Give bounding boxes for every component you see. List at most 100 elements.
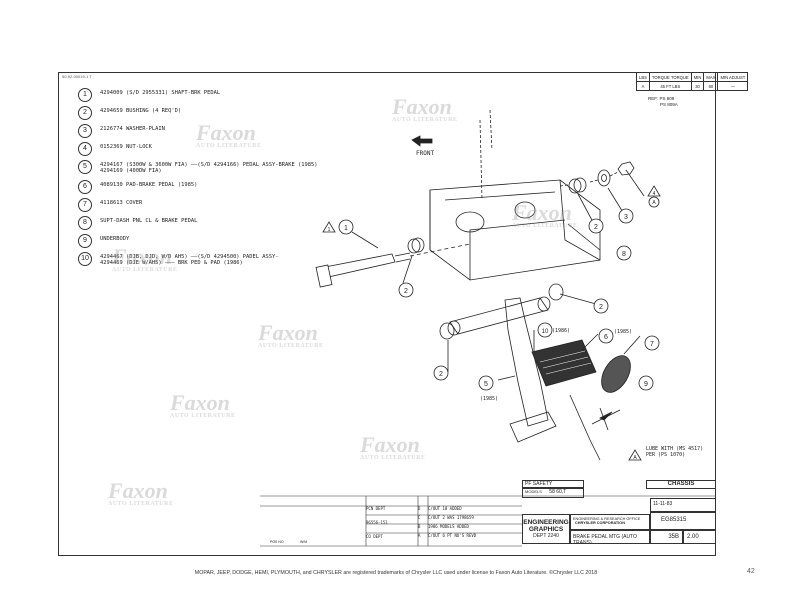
lube-line: PER (PS 1070) [646, 452, 686, 458]
drawing-date: 11-11-83 [650, 498, 716, 512]
part-number-circle: 10 [78, 252, 92, 266]
part-description: 0152369 NUT-LOCK [100, 144, 152, 150]
torque-cell: — [717, 81, 749, 91]
part-number-circle: 4 [78, 142, 92, 156]
drawing-sheet [58, 72, 716, 556]
graphics: GRAPHICS [528, 526, 564, 533]
engineering-graphics: ENGINEERING GRAPHICS DEPT 2240 [522, 514, 570, 544]
pf-safety: PF SAFETY [522, 480, 584, 488]
callout-4: 4 [653, 191, 656, 197]
callout-8: 8 [622, 251, 626, 258]
bushing-right [568, 178, 582, 194]
callout-2: 2 [594, 224, 598, 231]
washer [597, 169, 611, 187]
bracket-hole [455, 211, 485, 233]
engineering: ENGINEERING [523, 519, 569, 526]
rev-text: C/OUT 10 ADDED [428, 506, 462, 511]
page-number: 42 [747, 568, 755, 575]
part-description: 4118613 COVER [100, 200, 143, 206]
front-label: FRONT [416, 150, 435, 157]
lube-note: LUBE WITH (MS 4517) PER (PS 1070) [646, 446, 703, 458]
year-label: (1986) [552, 328, 570, 334]
parts-list-item: 6 4089130 PAD-BRAKE PEDAL (1985) [78, 180, 338, 198]
part-number-circle: 3 [78, 124, 92, 138]
part-number-circle: 8 [78, 216, 92, 230]
revision-number: 2.00 [683, 530, 716, 544]
pedal-shaft [319, 253, 396, 279]
drawing-title: BRAKE PEDAL MTG (AUTO TRANS) [570, 530, 650, 544]
part-number-circle: 2 [78, 106, 92, 120]
callout-3: 3 [624, 214, 628, 221]
callout-a: A [652, 200, 656, 206]
pedal-arm [504, 297, 549, 427]
torque-table: LBS TORQUE TORQUE MIN MAX MIN ADJUST A 4… [636, 72, 749, 91]
lock-nut [617, 161, 635, 176]
part-description: 4294167 (S300W & 3600W FIA) ——(S/D 42941… [100, 162, 318, 168]
ref-line: REF: PS 809 [648, 96, 675, 101]
part-number-circle: 5 [78, 160, 92, 174]
part-description: UNDERBODY [100, 236, 130, 242]
callout-10: 10 [542, 329, 549, 335]
sheet-number: 35B [650, 530, 683, 544]
callout-2: 2 [599, 304, 603, 311]
triangle-icon [647, 185, 661, 197]
bushing-upper [548, 283, 564, 301]
wm-label: W/M [300, 540, 308, 544]
front-arrow-icon [411, 135, 433, 147]
triangle-icon [628, 449, 642, 461]
part-description: 4294659 BUSHING (4 REQ'D) [100, 108, 182, 114]
title-block: PF SAFETY MODELS 58 60,T CHASSIS ENGINEE… [522, 480, 716, 556]
ref-line: PS 809A [660, 102, 678, 107]
part-number-circle: 6 [78, 180, 92, 194]
rev-text: C/OUT 6 PT NO'S REVD [428, 533, 477, 538]
chrysler-logo: CHRYSLER CORPORATION [575, 521, 625, 525]
drawing-code: 50-92-00019-1 T [62, 74, 92, 79]
models: MODELS 58 60,T [522, 488, 584, 498]
rev-letter: A [418, 533, 421, 538]
bushing-lower [439, 322, 455, 340]
parts-list-item: 2 4294659 BUSHING (4 REQ'D) [78, 106, 338, 124]
change-no: PCN DEPT [366, 506, 386, 511]
rev-letter: B [418, 524, 421, 529]
models-label: MODELS [525, 489, 542, 494]
part-description: 4089130 PAD-BRAKE PEDAL (1985) [100, 182, 198, 188]
lube-line: LUBE WITH (MS 4517) [646, 446, 704, 452]
company: ENGINEERING & RESEARCH OFFICE CHRYSLER C… [570, 514, 650, 530]
models-value: 58 60,T [549, 489, 567, 495]
torque-cell: 60 [703, 81, 719, 91]
year-label: (1985) [480, 396, 498, 402]
dept: DEPT 2240 [533, 533, 559, 539]
pos-label: POS NO [270, 540, 284, 544]
pedal-cover [601, 355, 631, 393]
rev-text: C/OUT 2 WAS 1798659 [428, 515, 474, 520]
parts-list-item: 5 4294167 (S300W & 3600W FIA) ——(S/D 4294… [78, 160, 338, 180]
callout-1: 1 [344, 225, 348, 232]
part-description: 4294009 (S/D 2955331) SHAFT-BRK PEDAL [100, 90, 221, 96]
callout-9: 9 [644, 381, 648, 388]
part-description: 2126774 WASHER-PLAIN [100, 126, 165, 132]
part-number-circle: 7 [78, 198, 92, 212]
part-number-circle: 9 [78, 234, 92, 248]
callout-2: 2 [404, 288, 408, 295]
parts-list-item: 3 2126774 WASHER-PLAIN [78, 124, 338, 142]
chassis-label: CHASSIS [646, 480, 716, 489]
callout-a-lube: A [633, 455, 637, 461]
callout-7: 7 [650, 341, 654, 348]
part-description: 4294169 (400DW FIA) [100, 168, 162, 174]
triangle-icon [322, 221, 336, 233]
rev-letter: C [418, 515, 421, 520]
callout-1-tri: 1 [328, 227, 331, 233]
callout-6: 6 [604, 334, 608, 341]
change-no: CO DEPT [366, 534, 383, 539]
bushing-left [407, 238, 421, 254]
part-description: 4294469 (DJE W/AH5) ——— BRK PED & PAD (1… [100, 260, 243, 266]
parts-list-item: 7 4118613 COVER [78, 198, 338, 216]
parts-list-item: 4 0152369 NUT-LOCK [78, 142, 338, 160]
pedal-pivot-tube [449, 297, 549, 335]
year-label: (1985) [614, 329, 632, 335]
